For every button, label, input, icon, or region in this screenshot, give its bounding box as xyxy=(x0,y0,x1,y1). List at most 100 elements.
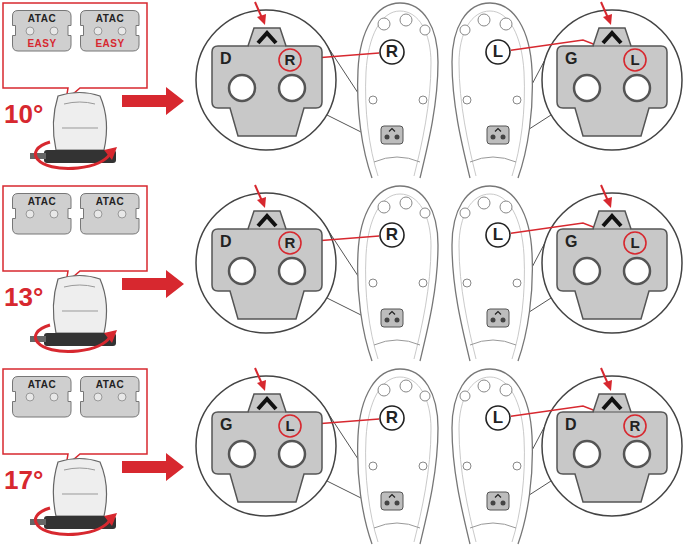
cleat-text: ATAC xyxy=(28,196,56,208)
side-letter: G xyxy=(565,50,577,68)
marker-ring xyxy=(380,223,404,247)
bolt-hole xyxy=(279,258,305,284)
marker-ring xyxy=(279,232,301,254)
direction-chevron xyxy=(603,399,621,409)
cleat-outline xyxy=(212,211,322,319)
direction-chevron xyxy=(603,216,621,226)
angle-label: 13° xyxy=(4,283,43,312)
cleat-text: EASY xyxy=(95,38,124,50)
marker-ring xyxy=(380,406,404,430)
angle-label: 17° xyxy=(4,466,43,495)
node-outline xyxy=(553,390,671,506)
cleat-card: ATAC xyxy=(12,193,72,235)
side-letter: R xyxy=(285,234,296,251)
cleat-outline xyxy=(13,377,72,418)
side-letter: L xyxy=(493,408,503,428)
cleat-tab-line xyxy=(593,228,631,229)
magnified-cleat: GL xyxy=(208,390,326,506)
node-outline xyxy=(208,207,326,323)
cleat-text: ATAC xyxy=(28,13,56,25)
cleat-hole xyxy=(50,393,58,401)
cleat-outline xyxy=(13,11,72,52)
angle-label: 10° xyxy=(4,100,43,129)
direction-chevron xyxy=(603,33,621,43)
side-marker-circle: R xyxy=(278,48,302,72)
cleat-hole xyxy=(94,27,102,35)
bolt-hole xyxy=(624,258,650,284)
cleat-outline xyxy=(81,377,140,418)
cleat-text: ATAC xyxy=(96,13,124,25)
cleat-outline xyxy=(212,394,322,502)
shoe-side-circle: L xyxy=(485,222,511,248)
cleat-hole xyxy=(118,393,126,401)
shoe-side-circle: L xyxy=(485,39,511,65)
side-letter: L xyxy=(630,234,639,251)
cleat-tab-line xyxy=(248,411,286,412)
bolt-hole xyxy=(574,258,600,284)
bolt-hole xyxy=(279,75,305,101)
side-marker-circle: L xyxy=(623,48,647,72)
side-letter: L xyxy=(493,42,503,62)
bolt-hole xyxy=(229,441,255,467)
shoe-side-circle: R xyxy=(379,222,405,248)
bolt-hole xyxy=(229,258,255,284)
cleat-hole xyxy=(50,27,58,35)
side-letter: L xyxy=(493,225,503,245)
shoe-side-circle: R xyxy=(379,405,405,431)
side-marker-circle: R xyxy=(278,231,302,255)
cleat-outline xyxy=(557,394,667,502)
side-letter: D xyxy=(220,233,232,251)
cleat-text: ATAC xyxy=(28,379,56,391)
cleat-card: ATAC xyxy=(12,376,72,418)
row-13 xyxy=(3,185,682,361)
cleat-text: ATAC xyxy=(96,196,124,208)
shoe-side-circle: L xyxy=(485,405,511,431)
side-letter: L xyxy=(630,51,639,68)
cleat-card: ATAC xyxy=(80,193,140,235)
cleat-hole xyxy=(26,210,34,218)
side-letter: D xyxy=(220,50,232,68)
shoe-side-circle: R xyxy=(379,39,405,65)
side-letter: R xyxy=(630,417,641,434)
cleat-outline xyxy=(557,211,667,319)
side-letter: D xyxy=(565,416,577,434)
node-outline xyxy=(208,24,326,140)
cleat-tab-line xyxy=(248,45,286,46)
marker-ring xyxy=(486,223,510,247)
cleat-tab-line xyxy=(248,228,286,229)
bolt-hole xyxy=(624,75,650,101)
node-outline xyxy=(553,207,671,323)
cleat-tab-line xyxy=(593,411,631,412)
marker-ring xyxy=(624,49,646,71)
direction-chevron xyxy=(258,216,276,226)
marker-ring xyxy=(279,415,301,437)
node-outline xyxy=(208,390,326,506)
magnified-cleat: DR xyxy=(553,390,671,506)
cleat-hole xyxy=(94,393,102,401)
bolt-hole xyxy=(279,441,305,467)
cleat-hole xyxy=(118,27,126,35)
row-17 xyxy=(3,368,682,544)
side-letter: L xyxy=(285,417,294,434)
cleat-outline xyxy=(81,11,140,52)
cleat-hole xyxy=(94,210,102,218)
cleat-outline xyxy=(557,28,667,136)
bolt-hole xyxy=(574,441,600,467)
marker-ring xyxy=(486,40,510,64)
marker-ring xyxy=(380,40,404,64)
side-letter: R xyxy=(285,51,296,68)
marker-ring xyxy=(624,232,646,254)
side-letter: R xyxy=(386,225,398,245)
side-letter: R xyxy=(386,408,398,428)
cleat-card: ATAC EASY xyxy=(80,10,140,52)
bolt-hole xyxy=(229,75,255,101)
marker-ring xyxy=(624,415,646,437)
side-letter: R xyxy=(386,42,398,62)
cleat-hole xyxy=(26,27,34,35)
cleat-outline xyxy=(81,194,140,235)
cleat-hole xyxy=(50,210,58,218)
side-marker-circle: L xyxy=(623,231,647,255)
direction-chevron xyxy=(258,399,276,409)
cleat-text: EASY xyxy=(27,38,56,50)
